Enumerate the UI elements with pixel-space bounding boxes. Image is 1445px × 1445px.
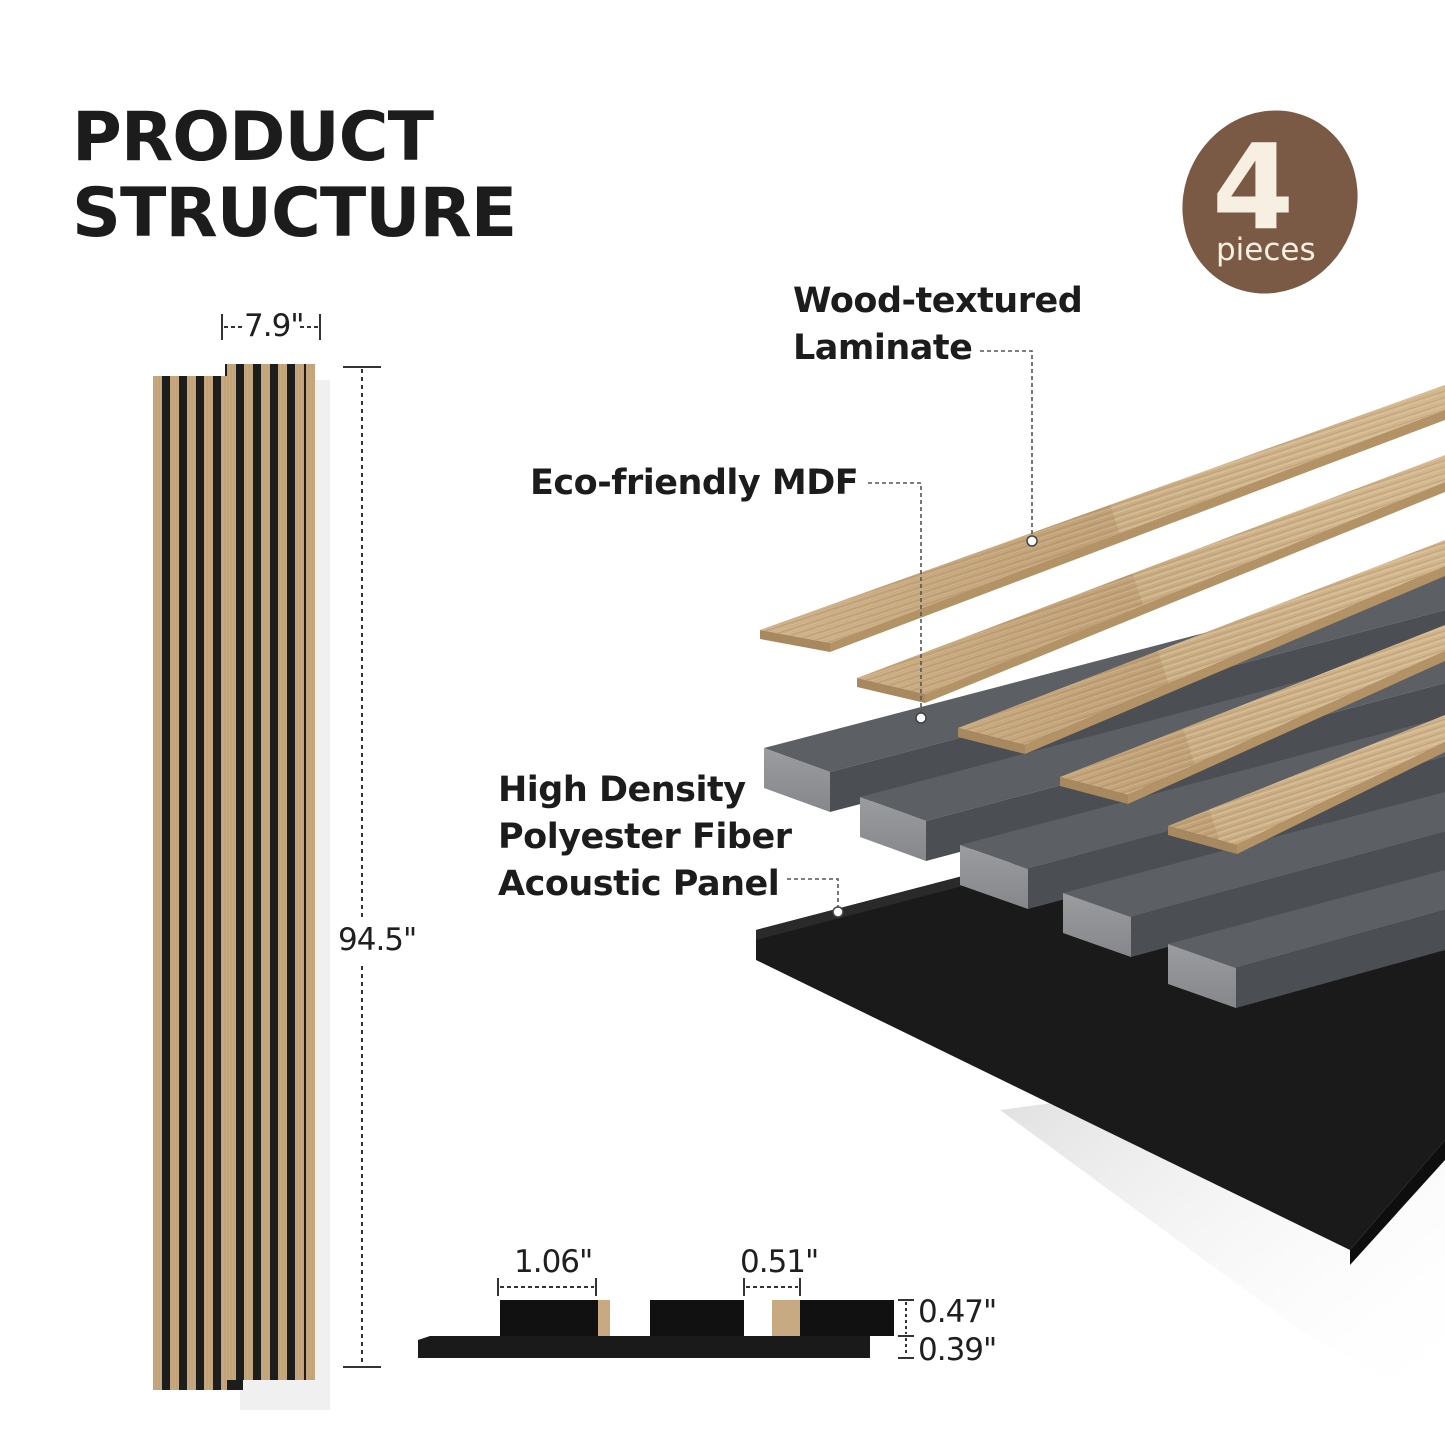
exploded-view [756,350,1445,1410]
upright-panel [153,364,330,1410]
badge-unit: pieces [1216,232,1316,268]
label-laminate-line-2: Laminate [793,328,973,368]
label-panel-line-1: High Density [498,770,746,810]
page-title: PRODUCT STRUCTURE [72,98,517,253]
dimension-gap: 0.51" [740,1244,819,1280]
label-panel-line-3: Acoustic Panel [498,864,780,904]
label-mdf: Eco-friendly MDF [530,463,859,503]
title-line-1: PRODUCT [72,98,434,177]
label-laminate-line-1: Wood-textured [793,281,1083,321]
mdf-bars [764,570,1445,1008]
width-dimension-line [221,314,321,340]
leader-lines [787,350,1033,910]
laminate-strips [760,385,1445,854]
dimension-length: 94.5" [338,922,417,958]
length-dimension-line [343,366,381,1368]
title-line-2: STRUCTURE [72,174,517,253]
badge-count: 4 [1212,118,1295,256]
dimension-felt-thickness: 0.39" [918,1332,997,1368]
label-panel-line-2: Polyester Fiber [498,817,792,857]
cross-section [418,1278,914,1359]
dimension-slat-height: 0.47" [918,1294,997,1330]
dimension-width: 7.9" [244,308,305,344]
badge-shape [1182,110,1358,294]
dimension-slat-width: 1.06" [514,1244,593,1280]
